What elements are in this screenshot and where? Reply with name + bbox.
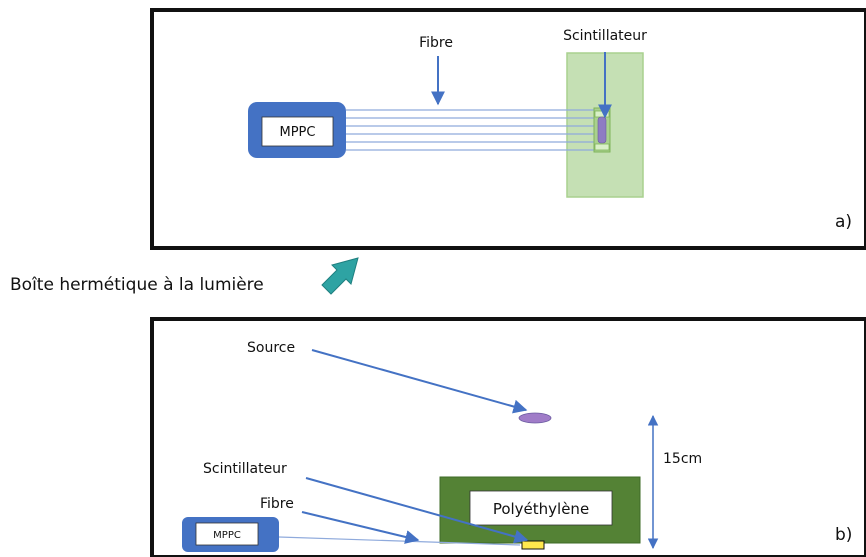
polyethylene-label-box <box>469 490 613 526</box>
fiber-line-b <box>278 536 521 546</box>
panel-b: Source 15cm Polyéthylène MPPC Scintillat… <box>150 317 866 557</box>
fiber-arrow-b <box>301 511 420 544</box>
fiber-label-b: Fibre <box>260 496 294 512</box>
fiber-bundle <box>346 109 604 151</box>
scintillator-b <box>521 540 545 550</box>
panel-a: MPPC Fibre Scintillateur a) <box>150 8 866 250</box>
source <box>518 412 552 424</box>
mppc-label-b: MPPC <box>213 530 241 541</box>
scintillator-label-b: Scintillateur <box>203 461 287 477</box>
mppc-label: MPPC <box>280 125 316 140</box>
source-label: Source <box>247 340 295 356</box>
box-caption: Boîte hermétique à la lumière <box>10 275 264 295</box>
teal-arrow-icon <box>321 257 359 295</box>
fiber-label-a: Fibre <box>419 35 453 51</box>
distance-label: 15cm <box>663 451 702 467</box>
mppc-box-b <box>195 522 259 546</box>
mppc-box <box>261 116 334 147</box>
panel-a-label: a) <box>835 212 852 232</box>
polyethylene-label: Polyéthylène <box>493 500 589 518</box>
panel-b-label: b) <box>835 525 852 545</box>
source-arrow <box>311 349 528 414</box>
scintillator-label-a: Scintillateur <box>563 28 647 44</box>
scintillator-arrow-b <box>305 477 529 544</box>
scintillator-element <box>593 107 611 153</box>
